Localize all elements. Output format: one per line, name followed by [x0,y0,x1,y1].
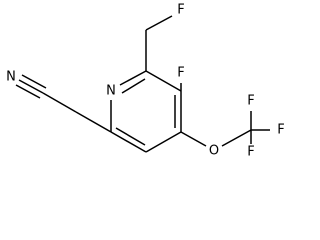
cf3-fluorine-bottom-label: F [247,145,254,159]
ether-oxygen-label: O [209,144,219,159]
bond-c2-c3 [145,70,182,92]
fluoromethyl-group [145,15,173,71]
ring-nitrogen-label: N [106,84,116,99]
cyanomethyl-group [15,74,112,133]
bond-ch2-f [145,15,173,31]
bond-c5-c6 [110,131,147,153]
ring-fluorine-label: F [177,66,184,81]
bond-n1-c2-inner [121,78,146,94]
pyridine-ring [110,70,182,153]
nitrile-nitrogen-label: N [6,70,16,85]
bond-n1-c2 [119,70,147,86]
bond-o-cf3 [221,129,252,147]
bond-c5-c6-inner [115,127,146,146]
bond-ch2-cn [42,92,77,113]
bond-c4-c5 [145,131,182,153]
bond-cn-triple-2 [21,74,47,89]
bond-cn-triple-3 [15,84,41,99]
bond-c6-ch2 [75,111,112,133]
cf3-fluorine-right-label: F [277,123,284,138]
bond-c4-o [180,131,207,147]
trifluoromethoxy-group [180,111,270,147]
bond-cn-triple-1 [18,79,44,94]
fluoromethyl-fluorine-label: F [177,3,184,18]
cf3-fluorine-top-label: F [247,94,254,109]
chemical-structure-diagram: N F F O F F F N [6,3,285,159]
